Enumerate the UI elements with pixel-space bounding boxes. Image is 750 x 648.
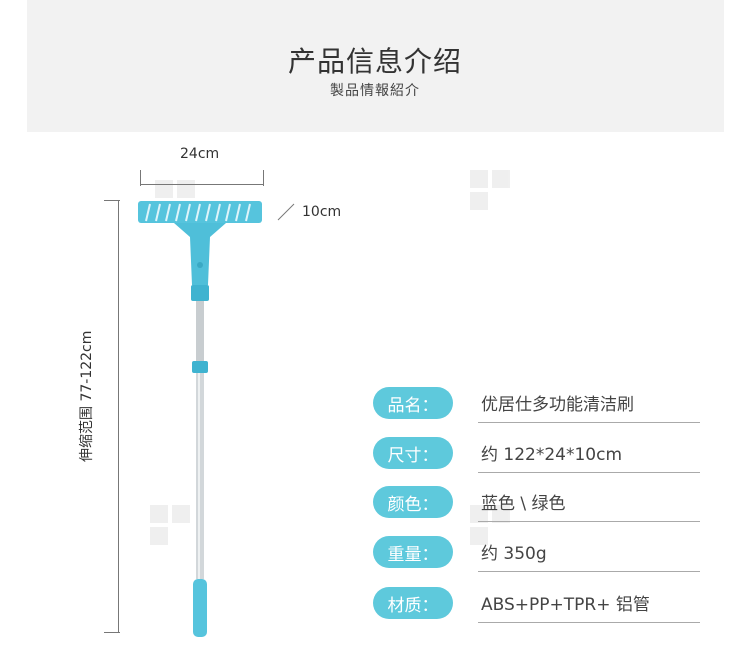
divider — [478, 521, 700, 522]
depth-indicator — [276, 202, 296, 226]
length-tick-bottom — [104, 632, 120, 633]
spec-row-material: 材质： ABS+PP+TPR+ 铝管 — [373, 584, 703, 623]
spec-row-weight: 重量： 约 350g — [373, 533, 703, 572]
length-tick-top — [104, 200, 120, 201]
squeegee-brush-image — [138, 201, 262, 637]
spec-value: 蓝色 \ 绿色 — [481, 494, 566, 514]
header-band — [27, 0, 724, 132]
width-tick-left — [140, 170, 141, 186]
depth-label: 10cm — [302, 204, 342, 220]
divider — [478, 571, 700, 572]
width-label: 24cm — [180, 146, 220, 162]
page-title: 产品信息介绍 — [287, 45, 462, 78]
spec-label: 尺寸： — [373, 437, 453, 469]
spec-value: 优居仕多功能清洁刷 — [481, 395, 634, 415]
spec-value: 约 350g — [481, 544, 547, 564]
spec-label: 材质： — [373, 587, 453, 619]
width-dimension-line — [140, 184, 264, 185]
spec-label: 重量： — [373, 536, 453, 568]
spec-row-color: 颜色： 蓝色 \ 绿色 — [373, 483, 703, 522]
divider — [478, 472, 700, 473]
divider — [478, 422, 700, 423]
spec-row-name: 品名： 优居仕多功能清洁刷 — [373, 384, 703, 423]
spec-label: 品名： — [373, 387, 453, 419]
spec-row-size: 尺寸： 约 122*24*10cm — [373, 434, 703, 473]
spec-value: ABS+PP+TPR+ 铝管 — [481, 595, 650, 615]
spec-value: 约 122*24*10cm — [481, 445, 623, 465]
length-label: 伸缩范围 77-122cm — [79, 330, 95, 462]
length-dimension-line — [118, 200, 119, 632]
width-tick-right — [263, 170, 264, 186]
divider — [478, 622, 700, 623]
page-subtitle: 製品情報紹介 — [330, 83, 420, 99]
spec-label: 颜色： — [373, 486, 453, 518]
